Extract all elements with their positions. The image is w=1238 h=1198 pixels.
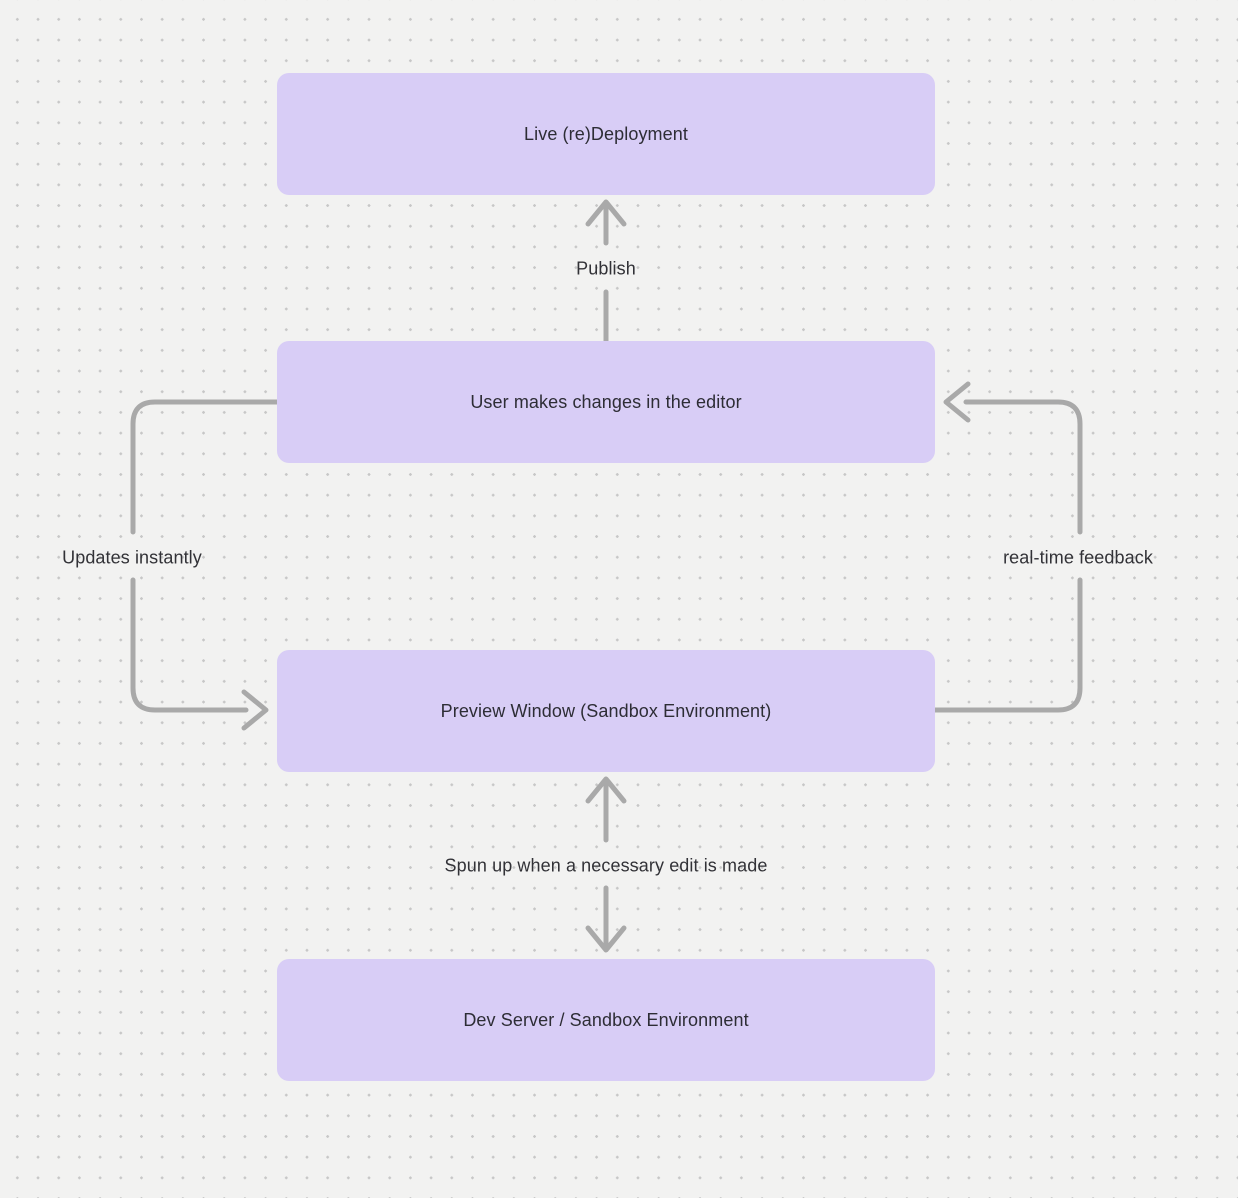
node-user-editor[interactable]: User makes changes in the editor [277,341,935,463]
node-label: Dev Server / Sandbox Environment [463,1009,749,1030]
node-dev-server[interactable]: Dev Server / Sandbox Environment [277,959,935,1081]
edge-label-publish: Publish [576,258,636,279]
edge-label-spun-up: Spun up when a necessary edit is made [444,855,768,876]
node-label: User makes changes in the editor [470,391,742,412]
node-label: Live (re)Deployment [524,123,688,144]
node-live-redeployment[interactable]: Live (re)Deployment [277,73,935,195]
node-label: Preview Window (Sandbox Environment) [440,700,772,721]
node-preview-window[interactable]: Preview Window (Sandbox Environment) [277,650,935,772]
edge-label-updates-instantly: Updates instantly [62,547,202,568]
edge-label-real-time-feedback: real-time feedback [1003,547,1153,568]
